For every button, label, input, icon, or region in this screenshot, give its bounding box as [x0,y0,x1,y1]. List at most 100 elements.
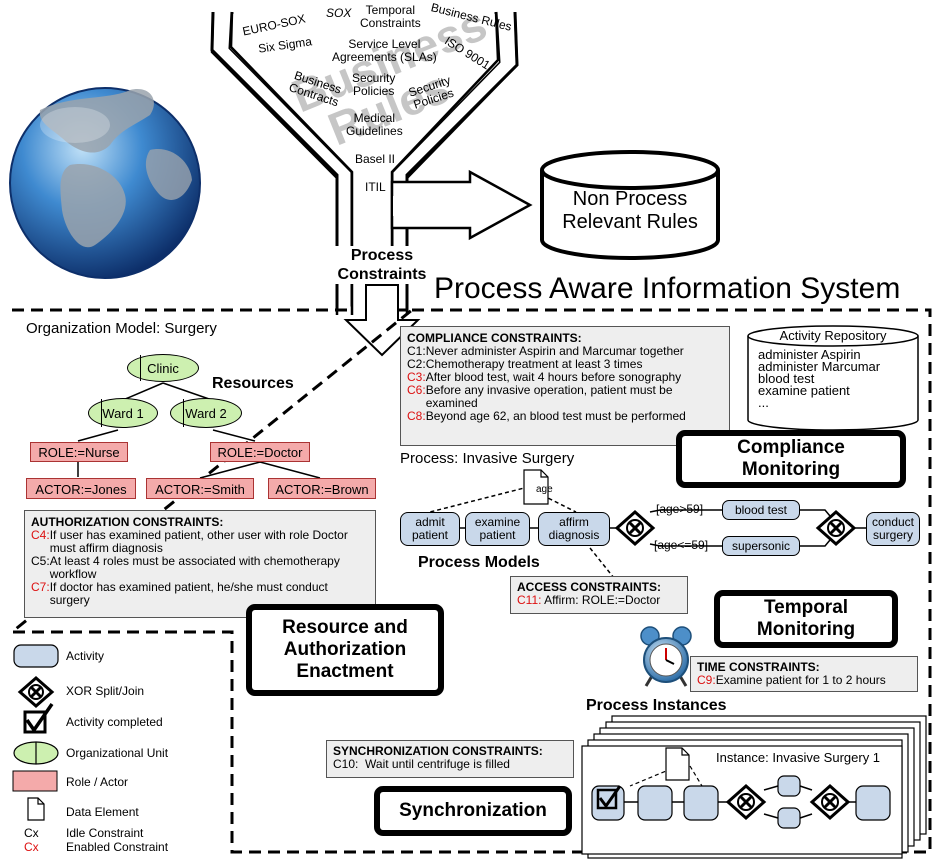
instance-flow [591,747,891,829]
legend-enabled-symbol: Cx [24,840,39,854]
pais-boundary [7,308,932,854]
process-constraints-label: Process Constraints [320,246,444,284]
access-constraints-box: ACCESS CONSTRAINTS: C11: Affirm: ROLE:=D… [510,576,688,614]
resource-authorization-enactment-box: Resource and Authorization Enactment [246,604,444,696]
pais-title: Process Aware Information System [430,272,905,306]
constraint-c6: C6:Before any invasive operation, patien… [407,384,723,410]
activity-examine-patient: examine patient [465,512,530,546]
legend-activity-completed: Activity completed [66,715,163,729]
resources-label: Resources [212,375,294,392]
activity-repository-cylinder [747,325,919,431]
activity-repository-list: administer Aspirin administer Marcumar b… [758,347,880,410]
constraint-text: Beyond age 62, an blood test must be per… [425,409,686,423]
non-process-rules-cylinder [540,150,720,260]
process-instances-label: Process Instances [586,697,727,714]
repository-item: blood test [758,371,815,386]
org-unit-ward-1-label: Ward 1 [102,406,144,421]
legend-xor: XOR Split/Join [66,684,145,698]
globe-icon [9,87,201,279]
activity-blood-test: blood test [722,500,800,520]
legend-idle-symbol: Cx [24,826,39,840]
funnel-word-sla: Service Level Agreements (SLAs) [332,37,437,64]
constraint-id: C5: [31,554,50,568]
repository-item: ... [758,395,769,410]
constraint-c2: C2:Chemotherapy treatment at least 3 tim… [407,358,723,371]
constraint-id: C2: [407,357,426,371]
sync-title: SYNCHRONIZATION CONSTRAINTS: [333,744,543,758]
constraint-text: If user has examined patient, other user… [49,528,348,555]
constraint-c4: C4:If user has examined patient, other u… [31,529,369,555]
funnel-word-security-policies: Security Policies [352,71,396,98]
repository-item: examine patient [758,383,850,398]
funnel-word-temporal-constraints: Temporal Constraints [360,3,421,30]
constraint-text: Examine patient for 1 to 2 hours [715,673,886,687]
age-data-element-icon [523,469,549,505]
authorization-constraints-box: AUTHORIZATION CONSTRAINTS: C4:If user ha… [24,510,376,618]
condition-age-over-59: [age>59] [656,502,704,516]
xor-split-icon [614,509,656,547]
constraint-id: C6: [407,383,426,397]
org-unit-divider [140,355,141,381]
authorization-title: AUTHORIZATION CONSTRAINTS: [31,515,224,529]
constraint-c3: C3:After blood test, wait 4 hours before… [407,371,723,384]
constraint-c5: C5:At least 4 roles must be associated w… [31,555,369,581]
compliance-constraints-box: COMPLIANCE CONSTRAINTS: C1:Never adminis… [400,326,730,446]
compliance-monitoring-box: Compliance Monitoring [676,430,906,488]
access-title: ACCESS CONSTRAINTS: [517,580,662,594]
constraint-c7: C7:If doctor has examined patient, he/sh… [31,581,369,607]
org-unit-divider [101,399,102,427]
time-constraints-box: TIME CONSTRAINTS: C9:Examine patient for… [690,656,918,692]
org-unit-clinic: Clinic [127,354,199,382]
condition-age-59-or-less: [age<=59] [654,538,709,552]
activity-affirm-diagnosis: affirm diagnosis [538,512,610,546]
legend-role-actor: Role / Actor [66,775,129,789]
constraint-text: Never administer Aspirin and Marcumar to… [425,344,684,358]
activity-admit-patient: admit patient [400,512,460,546]
constraint-id: C4: [31,528,50,542]
constraint-text: Affirm: ROLE:=Doctor [541,593,661,607]
funnel-word-medical-guidelines: Medical Guidelines [346,111,403,138]
funnel-word-itil: ITIL [365,180,386,194]
actor-jones: ACTOR:=Jones [26,478,136,499]
funnel-word-basel-ii: Basel II [355,152,396,166]
constraint-id: C3: [407,370,426,384]
constraint-text: At least 4 roles must be associated with… [49,554,340,581]
temporal-monitoring-box: Temporal Monitoring [714,590,898,648]
activity-repository-title: Activity Repository [779,328,887,343]
legend-icons [12,644,59,821]
repository-item: administer Aspirin [758,347,861,362]
funnel-word-sox: SOX [326,6,352,20]
constraint-id: C11: [517,593,542,607]
constraint-c1: C1:Never administer Aspirin and Marcumar… [407,345,723,358]
time-title: TIME CONSTRAINTS: [697,660,820,674]
org-unit-ward-2: Ward 2 [170,398,242,428]
role-nurse: ROLE:=Nurse [30,442,128,462]
constraint-text: Chemotherapy treatment at least 3 times [425,357,643,371]
constraint-c11: C11: Affirm: ROLE:=Doctor [517,594,681,607]
legend-activity: Activity [66,649,105,663]
constraint-id: C8: [407,409,426,423]
funnel-outline [210,11,519,315]
constraint-id: C1: [407,344,426,358]
xor-join-icon [815,509,857,547]
constraint-c9: C9:Examine patient for 1 to 2 hours [697,674,911,687]
org-unit-ward-2-label: Ward 2 [185,406,227,421]
role-doctor: ROLE:=Doctor [210,442,310,462]
alarm-clock-icon [640,626,692,687]
legend-data-element: Data Element [66,805,139,819]
org-unit-clinic-label: Clinic [147,361,179,376]
org-model-title: Organization Model: Surgery [26,320,217,337]
constraint-id: C7: [31,580,50,594]
org-unit-divider [183,399,184,427]
actor-smith: ACTOR:=Smith [146,478,254,499]
legend-enabled-constraint: Enabled Constraint [66,840,169,854]
compliance-title: COMPLIANCE CONSTRAINTS: [407,331,582,345]
funnel-branch [390,169,533,241]
constraint-id: C9: [697,673,716,687]
constraint-text: Before any invasive operation, patient m… [425,383,673,410]
process-models-label: Process Models [418,554,540,571]
legend-org-unit: Organizational Unit [66,746,169,760]
constraint-c10: C10: Wait until centrifuge is filled [333,757,510,771]
instance-label: Instance: Invasive Surgery 1 [716,750,881,765]
